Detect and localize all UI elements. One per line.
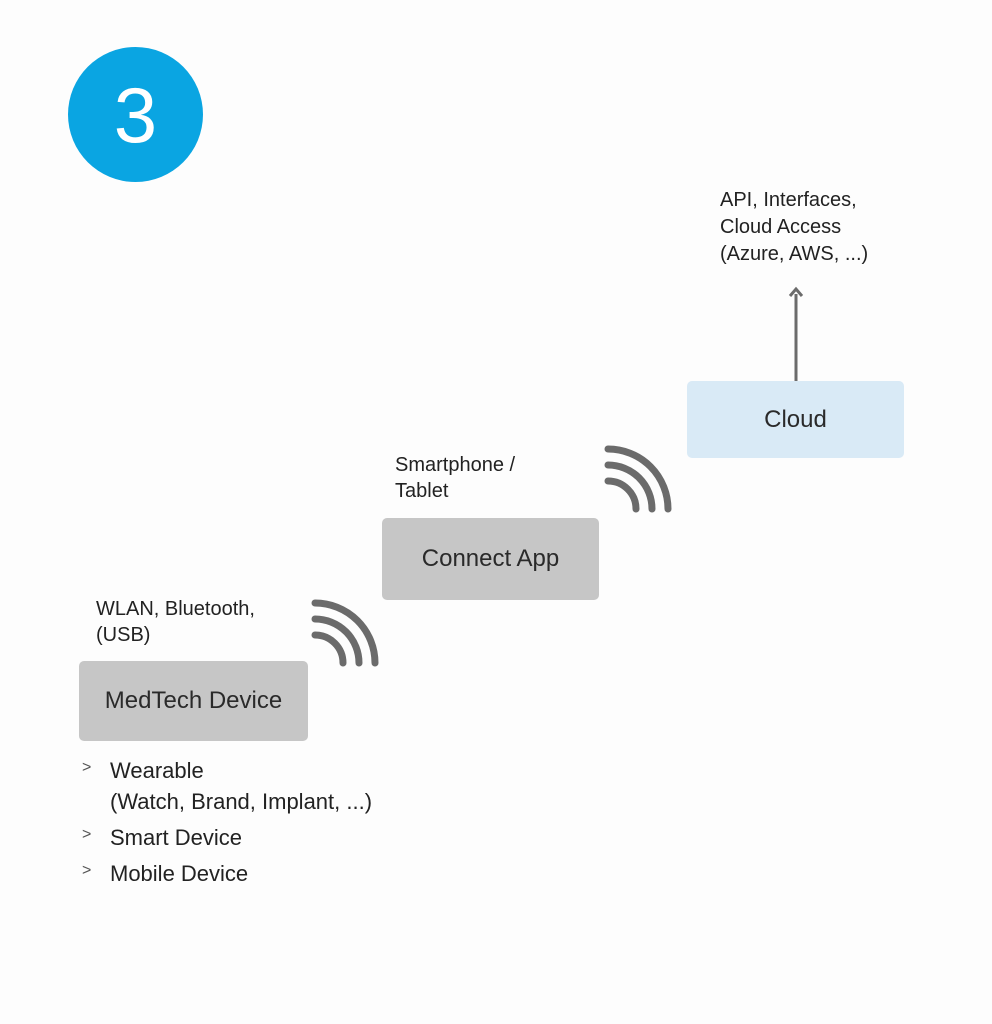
wifi-signal-icon <box>604 445 672 513</box>
cloud-label: Cloud <box>764 405 827 433</box>
cloud-access-note: API, Interfaces, Cloud Access (Azure, AW… <box>720 189 869 265</box>
bullet-chevron-icon: > <box>82 826 92 843</box>
device-types-list: > Wearable (Watch, Brand, Implant, ...) … <box>82 755 422 889</box>
connect-app-platform-note: Smartphone / Tablet <box>395 454 516 502</box>
device-type-label: Mobile Device <box>110 861 249 886</box>
bullet-chevron-icon: > <box>82 759 92 776</box>
step-number-badge: 3 <box>68 47 203 182</box>
device-type-label: Smart Device <box>110 825 243 850</box>
medtech-device-label: MedTech Device <box>104 687 283 714</box>
wifi-signal-icon <box>311 599 379 667</box>
list-item: > Wearable (Watch, Brand, Implant, ...) <box>82 755 422 817</box>
medtech-device-box: MedTech Device <box>79 661 308 741</box>
connect-app-label: Connect App <box>421 545 560 572</box>
connect-app-box: Connect App <box>382 518 599 600</box>
list-item: > Smart Device <box>82 822 422 853</box>
list-item: > Mobile Device <box>82 858 422 889</box>
bullet-chevron-icon: > <box>82 862 92 879</box>
cloud-box: Cloud <box>687 381 904 458</box>
device-type-label: Wearable (Watch, Brand, Implant, ...) <box>110 758 373 814</box>
medtech-connectivity-note: WLAN, Bluetooth, (USB) <box>96 598 255 646</box>
up-arrow-icon <box>788 286 804 382</box>
